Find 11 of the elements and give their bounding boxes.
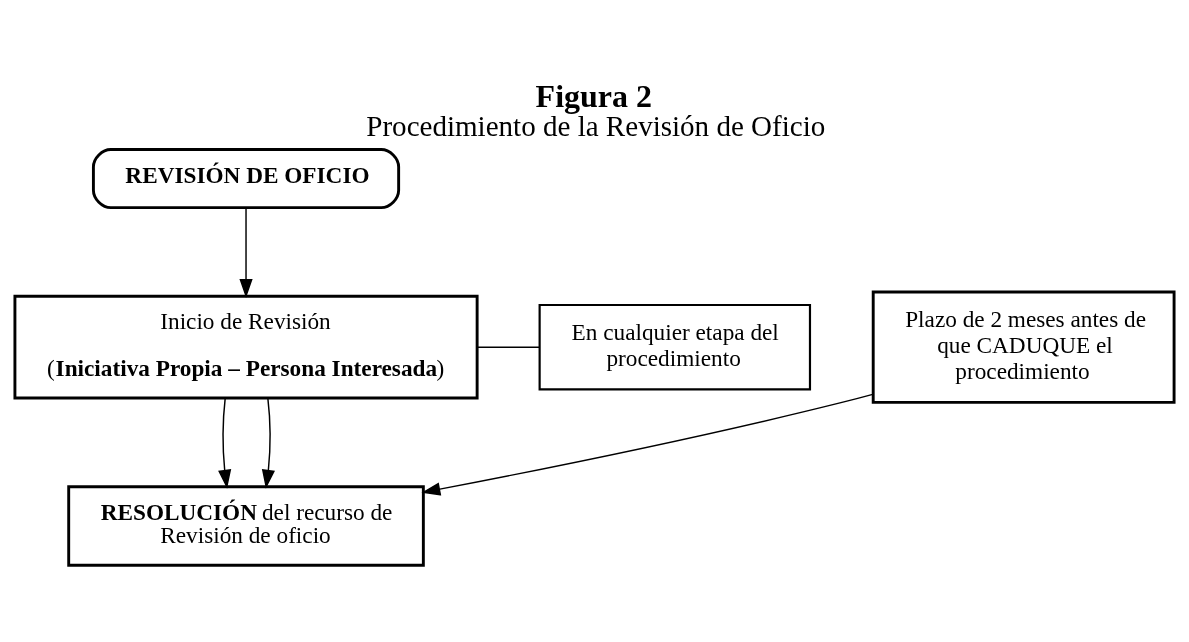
- node-box: En cualquier etapa del procedimiento: [538, 303, 812, 391]
- arrow: [218, 397, 232, 489]
- arrow: [421, 393, 874, 496]
- connector: [476, 346, 541, 348]
- arrow: [261, 397, 275, 489]
- arrow: [239, 207, 253, 298]
- diagram-title: Figura 2: [535, 78, 652, 114]
- node-box: Inicio de Revisión (Iniciativa Propia – Persona Interesada): [13, 294, 479, 400]
- node-box: Plazo de 2 meses antes de que CADUQUE el procedimiento: [871, 290, 1176, 404]
- node-box: RESOLUCIÓN del recurso de Revisión de oficio: [67, 485, 425, 567]
- node-box: REVISIÓN DE OFICIO: [91, 148, 401, 210]
